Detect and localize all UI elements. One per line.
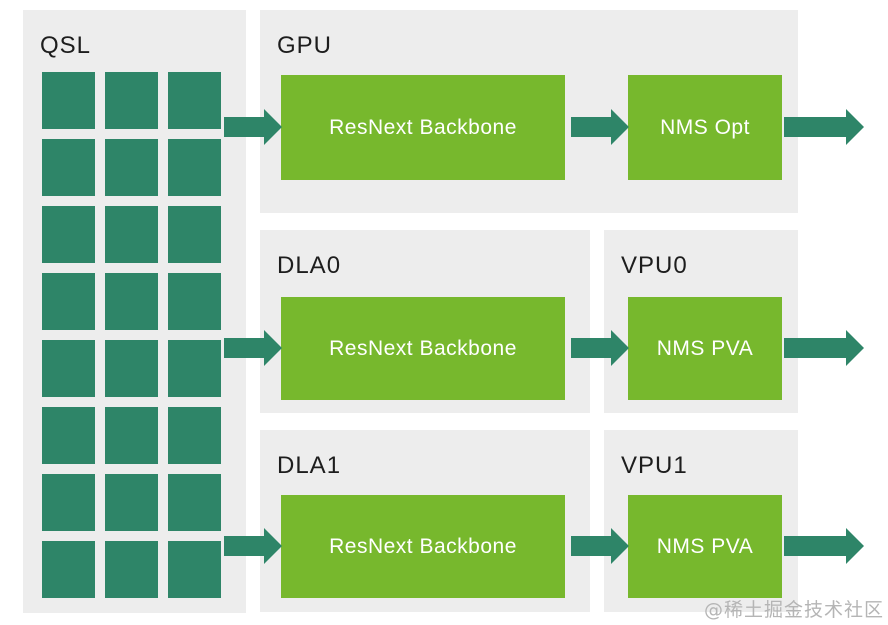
- qsl-tile: [168, 72, 221, 129]
- watermark-text: @稀土掘金技术社区: [703, 599, 884, 621]
- qsl-tile: [42, 72, 95, 129]
- arrow-qsl-to-dla0: [224, 330, 282, 366]
- qsl-tile: [105, 139, 158, 196]
- qsl-tile: [168, 139, 221, 196]
- arrow-tail: [224, 338, 265, 358]
- arrow-dla1-backbone-to-nms-pva: [571, 528, 629, 564]
- dla1-panel: DLA1 ResNext Backbone: [260, 430, 590, 612]
- dla0-panel-label: DLA0: [277, 252, 342, 279]
- qsl-tile: [105, 340, 158, 397]
- arrow-dla0-backbone-to-nms-pva: [571, 330, 629, 366]
- qsl-tile: [168, 407, 221, 464]
- arrow-qsl-to-dla1: [224, 528, 282, 564]
- arrow-head-icon: [611, 109, 629, 145]
- vpu0-nms-pva-box: NMS PVA: [628, 297, 782, 400]
- arrow-head-icon: [264, 330, 282, 366]
- vpu1-nms-pva-box: NMS PVA: [628, 495, 782, 598]
- arrow-head-icon: [264, 528, 282, 564]
- gpu-panel-label: GPU: [277, 32, 333, 59]
- vpu0-panel: VPU0 NMS PVA: [604, 230, 798, 413]
- qsl-tile: [168, 340, 221, 397]
- arrow-tail: [784, 338, 847, 358]
- qsl-tile: [105, 407, 158, 464]
- qsl-sample-grid: [42, 72, 221, 598]
- gpu-resnext-backbone-box: ResNext Backbone: [281, 75, 565, 180]
- qsl-tile: [168, 206, 221, 263]
- qsl-tile: [42, 206, 95, 263]
- qsl-tile: [42, 541, 95, 598]
- qsl-tile: [105, 273, 158, 330]
- qsl-tile: [42, 139, 95, 196]
- qsl-tile: [105, 541, 158, 598]
- arrow-tail: [571, 117, 612, 137]
- qsl-tile: [42, 340, 95, 397]
- qsl-tile: [105, 474, 158, 531]
- arrow-qsl-to-gpu: [224, 109, 282, 145]
- vpu0-panel-label: VPU0: [621, 252, 688, 279]
- dla1-resnext-backbone-box: ResNext Backbone: [281, 495, 565, 598]
- qsl-tile: [42, 407, 95, 464]
- gpu-nms-opt-box: NMS Opt: [628, 75, 782, 180]
- qsl-tile: [42, 273, 95, 330]
- qsl-panel-label: QSL: [40, 32, 92, 59]
- arrow-gpu-output: [784, 109, 864, 145]
- qsl-tile: [105, 206, 158, 263]
- arrow-head-icon: [846, 330, 864, 366]
- arrow-tail: [784, 536, 847, 556]
- dla0-resnext-backbone-box: ResNext Backbone: [281, 297, 565, 400]
- arrow-head-icon: [846, 528, 864, 564]
- qsl-tile: [168, 474, 221, 531]
- arrow-head-icon: [264, 109, 282, 145]
- arrow-tail: [224, 536, 265, 556]
- arrow-tail: [784, 117, 847, 137]
- arrow-head-icon: [611, 330, 629, 366]
- qsl-tile: [168, 541, 221, 598]
- arrow-tail: [224, 117, 265, 137]
- dla0-panel: DLA0 ResNext Backbone: [260, 230, 590, 413]
- vpu1-panel-label: VPU1: [621, 452, 688, 479]
- vpu1-panel: VPU1 NMS PVA: [604, 430, 798, 612]
- qsl-tile: [105, 72, 158, 129]
- arrow-tail: [571, 338, 612, 358]
- qsl-panel: QSL: [23, 10, 246, 613]
- gpu-panel: GPU ResNext Backbone NMS Opt: [260, 10, 798, 213]
- qsl-tile: [42, 474, 95, 531]
- arrow-vpu1-output: [784, 528, 864, 564]
- arrow-gpu-backbone-to-nms-opt: [571, 109, 629, 145]
- arrow-tail: [571, 536, 612, 556]
- arrow-head-icon: [611, 528, 629, 564]
- arrow-head-icon: [846, 109, 864, 145]
- dla1-panel-label: DLA1: [277, 452, 342, 479]
- arrow-vpu0-output: [784, 330, 864, 366]
- qsl-tile: [168, 273, 221, 330]
